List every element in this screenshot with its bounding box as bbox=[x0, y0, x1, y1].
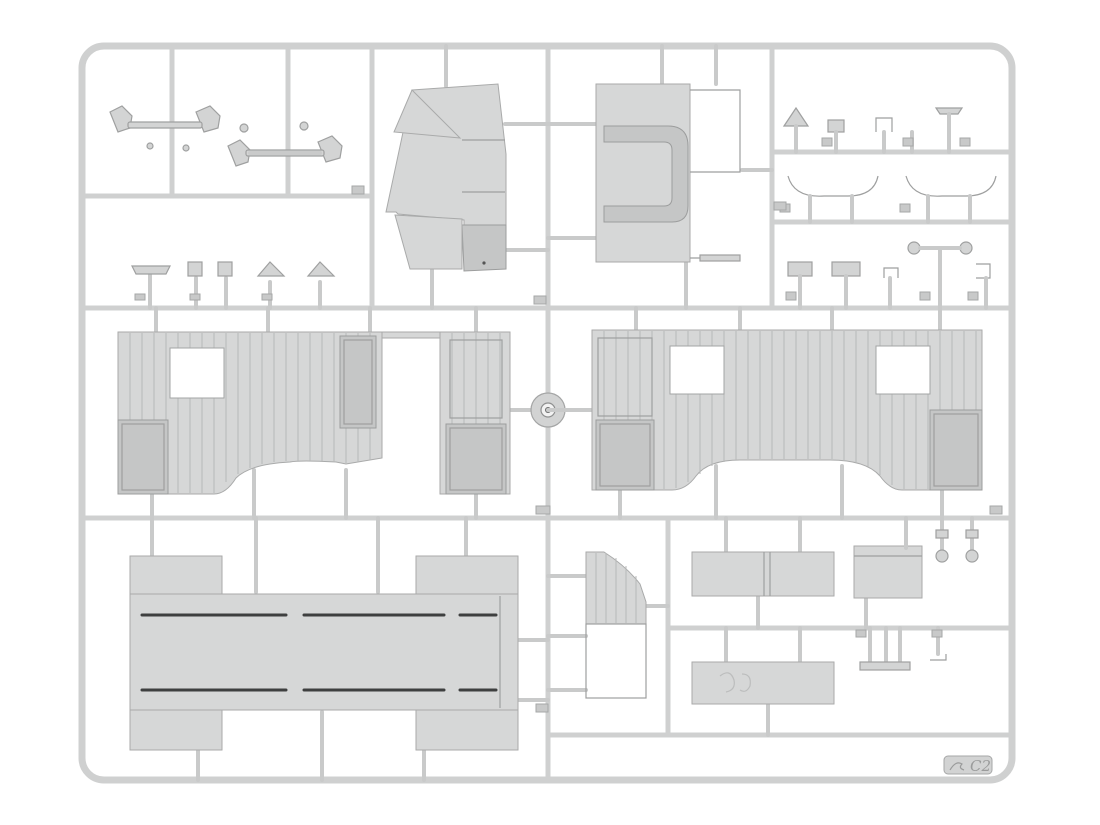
brand-logo-mark bbox=[949, 762, 965, 771]
board-small bbox=[853, 545, 923, 599]
part-cab-floor-panel bbox=[385, 44, 550, 310]
sprue-code-label: C2 bbox=[970, 757, 991, 775]
sprue-gate-tabs bbox=[351, 185, 1003, 713]
parts-small-right-row bbox=[785, 241, 991, 310]
parts-small-top-right bbox=[782, 106, 971, 154]
part-flatbed-floor bbox=[129, 516, 550, 782]
left-panel-door bbox=[339, 335, 377, 429]
left-panel-window bbox=[169, 347, 225, 399]
left-panel-hatch bbox=[117, 419, 169, 495]
parts-small-bottom-right bbox=[855, 516, 979, 671]
right-panel-window-right bbox=[875, 345, 931, 395]
door-panel-planks bbox=[595, 553, 637, 623]
right-panel-door bbox=[929, 409, 983, 491]
parts-bottom-right-boards bbox=[691, 516, 923, 737]
right-panel-window-left bbox=[669, 345, 725, 395]
part-seat-back-panel bbox=[546, 44, 774, 310]
parts-small-left-row bbox=[131, 261, 336, 310]
board-lower bbox=[691, 661, 835, 705]
part-left-side-body-panel bbox=[117, 306, 550, 520]
parts-brackets-top-left bbox=[109, 105, 343, 167]
sprue-logo-plate: C2 bbox=[943, 755, 993, 775]
parts-curved-brackets bbox=[779, 175, 997, 224]
part-right-side-body-panel bbox=[546, 306, 983, 520]
board-upper bbox=[691, 551, 835, 597]
part-cab-door-panel bbox=[546, 551, 670, 699]
